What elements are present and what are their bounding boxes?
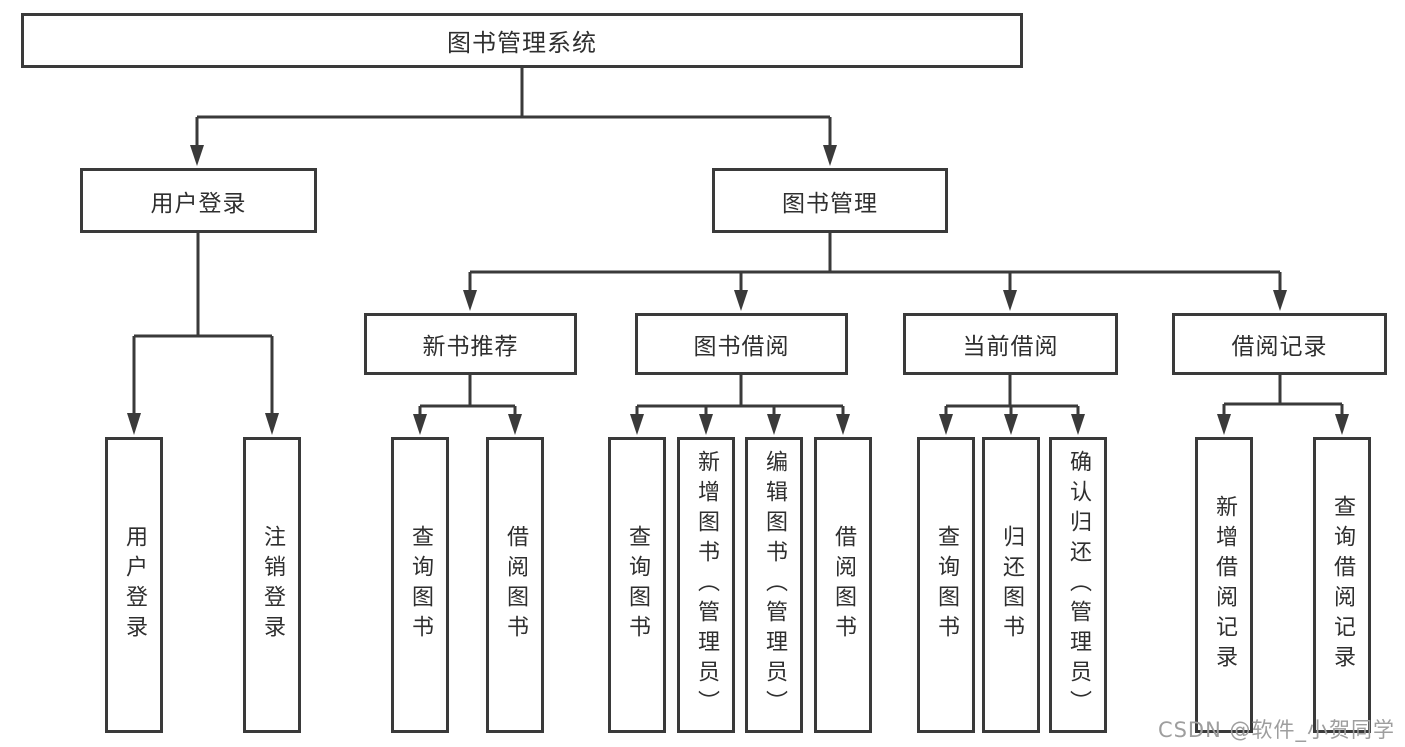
leaf-borrow-books-borrowing: 借阅图书 xyxy=(814,437,872,733)
leaf-query-books-borrowing: 查询图书 xyxy=(608,437,666,733)
leaf-borrow-books-borrowing-label: 借阅图书 xyxy=(831,525,856,645)
leaf-query-borrow-record: 查询借阅记录 xyxy=(1313,437,1371,733)
leaf-query-borrow-record-label: 查询借阅记录 xyxy=(1330,495,1355,675)
leaf-add-borrow-record: 新增借阅记录 xyxy=(1195,437,1253,733)
leaf-user-login-label: 用户登录 xyxy=(122,525,147,645)
leaf-confirm-return-admin: 确认归还（管理员） xyxy=(1049,437,1107,733)
leaf-query-books-current-label: 查询图书 xyxy=(934,525,959,645)
connector-borrowing-to-leaves xyxy=(635,375,845,417)
node-root: 图书管理系统 xyxy=(21,13,1023,68)
arrowheads xyxy=(127,145,1349,435)
connector-login-to-leaves xyxy=(132,232,274,416)
connector-root-to-level2 xyxy=(195,68,832,148)
node-borrow-records: 借阅记录 xyxy=(1172,313,1387,375)
leaf-logout: 注销登录 xyxy=(243,437,301,733)
node-user-login-label: 用户登录 xyxy=(150,190,247,217)
leaf-query-books-newbooks: 查询图书 xyxy=(391,437,449,733)
leaf-confirm-return-admin-label: 确认归还（管理员） xyxy=(1066,450,1091,720)
leaf-edit-book-admin-label: 编辑图书（管理员） xyxy=(762,450,787,720)
csdn-watermark: CSDN @软件_小贺同学 xyxy=(1157,718,1395,742)
node-book-management-label: 图书管理 xyxy=(782,190,878,217)
leaf-query-books-borrowing-label: 查询图书 xyxy=(625,525,650,645)
leaf-query-books-newbooks-label: 查询图书 xyxy=(408,525,433,645)
node-root-label: 图书管理系统 xyxy=(447,29,597,57)
leaf-borrow-books-newbooks-label: 借阅图书 xyxy=(503,525,528,645)
node-book-borrow-label: 图书借阅 xyxy=(693,334,790,360)
node-new-book-recommend: 新书推荐 xyxy=(364,313,577,375)
connector-newbooks-to-leaves xyxy=(418,375,517,417)
node-current-borrow: 当前借阅 xyxy=(903,313,1118,375)
node-new-book-recommend-label: 新书推荐 xyxy=(422,334,519,360)
leaf-add-book-admin-label: 新增图书（管理员） xyxy=(694,450,719,720)
connector-records-to-leaves xyxy=(1222,375,1344,417)
connector-mgmt-to-level3 xyxy=(468,233,1282,292)
leaf-return-book-label: 归还图书 xyxy=(999,525,1024,645)
leaf-add-book-admin: 新增图书（管理员） xyxy=(677,437,735,733)
leaf-logout-label: 注销登录 xyxy=(260,525,285,645)
connector-current-to-leaves xyxy=(944,375,1080,417)
leaf-user-login: 用户登录 xyxy=(105,437,163,733)
node-book-borrow: 图书借阅 xyxy=(635,313,848,375)
leaf-query-books-current: 查询图书 xyxy=(917,437,975,733)
node-borrow-records-label: 借阅记录 xyxy=(1231,334,1328,360)
leaf-add-borrow-record-label: 新增借阅记录 xyxy=(1212,495,1237,675)
node-book-management: 图书管理 xyxy=(712,168,948,233)
leaf-edit-book-admin: 编辑图书（管理员） xyxy=(745,437,803,733)
leaf-return-book: 归还图书 xyxy=(982,437,1040,733)
node-current-borrow-label: 当前借阅 xyxy=(962,334,1059,360)
node-user-login: 用户登录 xyxy=(80,168,317,233)
leaf-borrow-books-newbooks: 借阅图书 xyxy=(486,437,544,733)
